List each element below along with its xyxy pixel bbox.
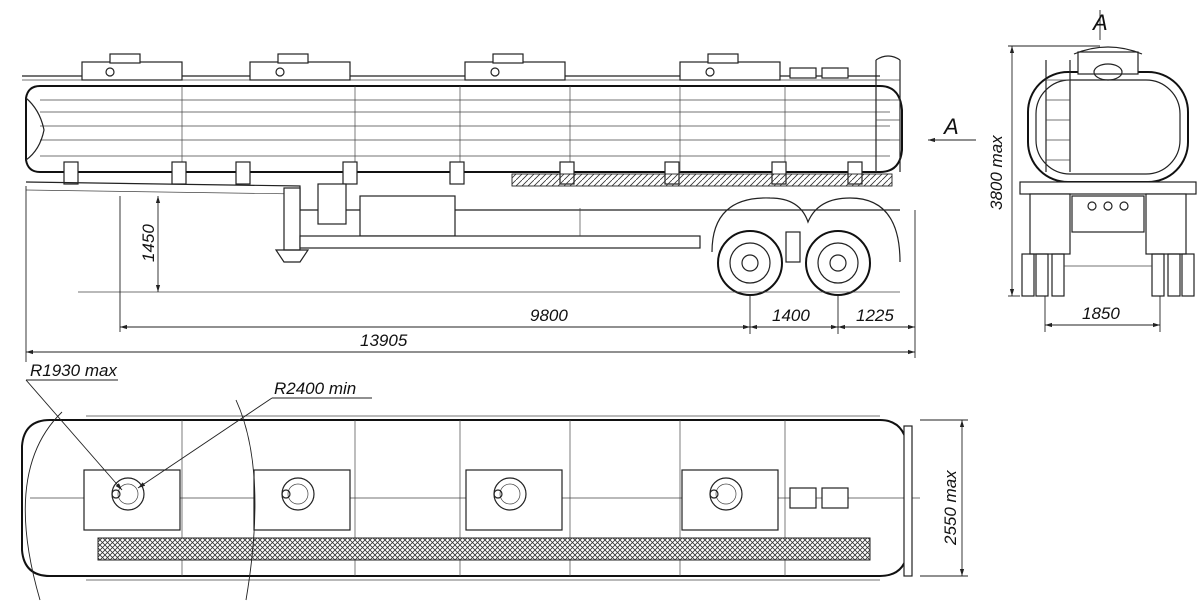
dim-axle-spread: 1400 (772, 306, 810, 325)
section-marker-side: A (942, 114, 959, 139)
manhole-dome (249, 53, 351, 81)
radius-front: R1930 max (30, 361, 117, 380)
manhole-dome (679, 53, 781, 81)
dim-rear-overhang: 1225 (856, 306, 894, 325)
bottom-valve (235, 161, 251, 185)
rear-view: A (1019, 10, 1197, 297)
walkway-grating (97, 537, 871, 561)
dim-height-fifth-wheel: 1450 (139, 224, 158, 262)
manhole-dome (81, 53, 183, 81)
manhole-dome (464, 53, 566, 81)
bottom-valve (449, 161, 465, 185)
bottom-valve (342, 161, 358, 185)
wheel (717, 230, 783, 296)
top-view (21, 415, 920, 581)
wheel (805, 230, 871, 296)
dim-overall-width: 2550 max (941, 470, 960, 546)
dim-overall-length: 13905 (360, 331, 408, 350)
top-hatch (681, 469, 779, 531)
bottom-valve (171, 161, 187, 185)
top-hatch (465, 469, 563, 531)
top-hatch (253, 469, 351, 531)
top-dimensions: 2550 max R1930 max R2400 min (24, 361, 968, 601)
landing-gear (274, 187, 310, 263)
bottom-valve (63, 161, 79, 185)
rear-dimensions: 3800 max 1850 (987, 45, 1161, 332)
dim-track: 1850 (1082, 304, 1120, 323)
radius-turn: R2400 min (274, 379, 356, 398)
section-marker-top: A (1091, 10, 1108, 35)
dim-overall-height: 3800 max (987, 135, 1006, 210)
side-dimensions: 1450 9800 1400 1225 13905 A (25, 114, 976, 362)
side-view (22, 53, 903, 296)
top-hatch (83, 469, 181, 531)
dim-axle-base: 9800 (530, 306, 568, 325)
